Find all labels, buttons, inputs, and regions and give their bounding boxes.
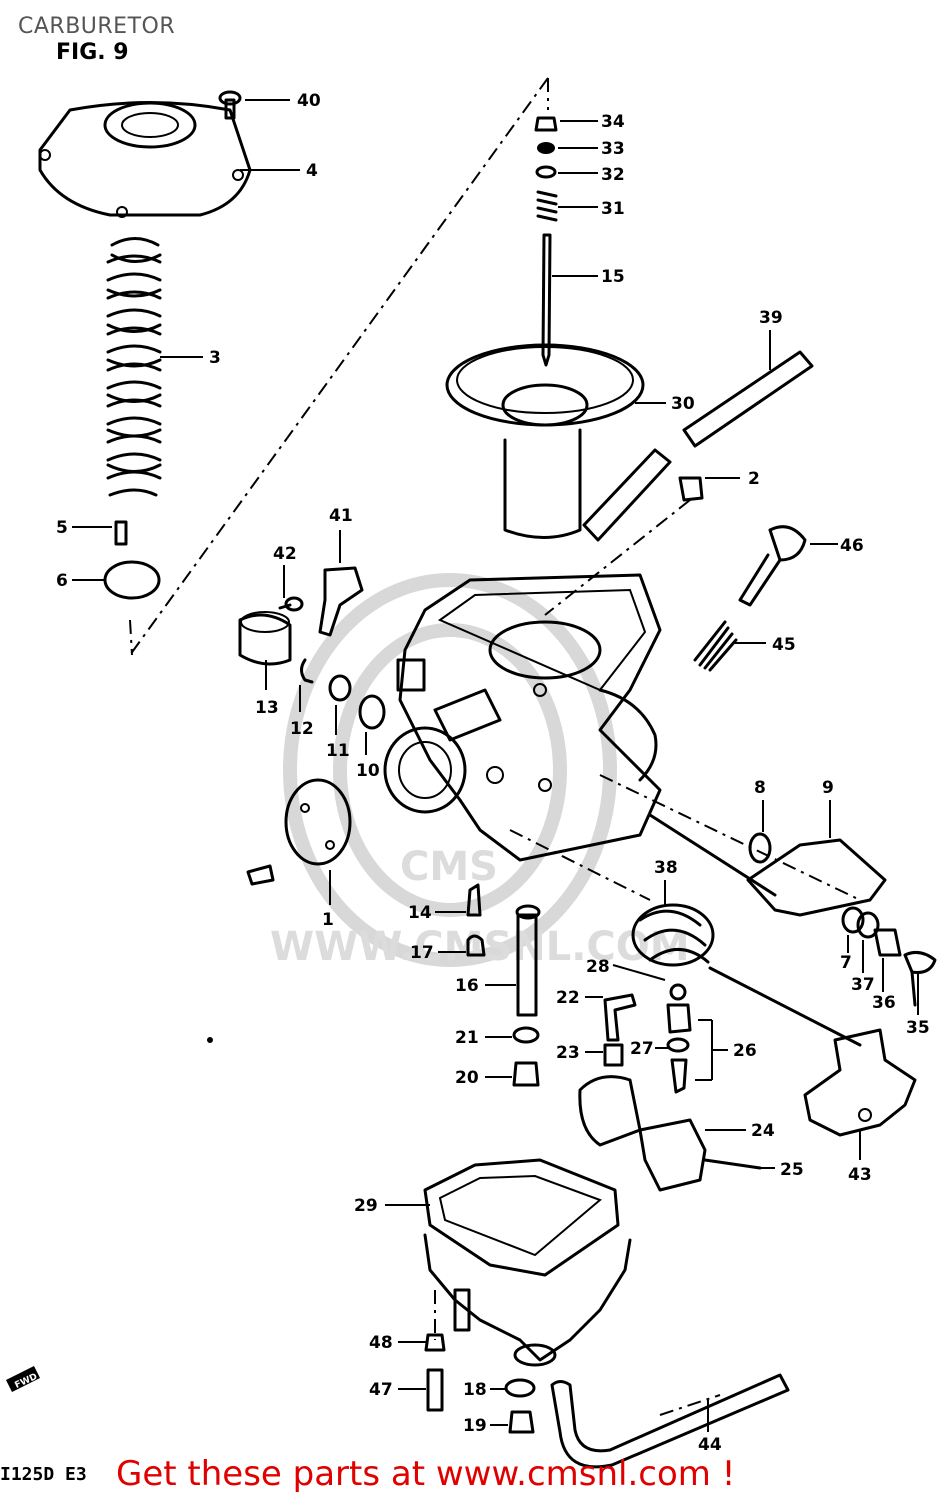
small-spring-part: [693, 620, 738, 672]
callout-45: 45: [772, 635, 796, 655]
callout-7: 7: [840, 953, 852, 973]
stray-dot: [207, 1037, 213, 1043]
float-part: [578, 983, 762, 1192]
callout-37: 37: [851, 975, 875, 995]
callout-13: 13: [255, 698, 279, 718]
callout-36: 36: [872, 993, 896, 1013]
callout-29: 29: [354, 1196, 378, 1216]
callout-43: 43: [848, 1165, 872, 1185]
callout-20: 20: [455, 1068, 479, 1088]
assembly-axis-line: [129, 619, 133, 656]
callout-5: 5: [56, 518, 68, 538]
callout-35: 35: [906, 1018, 930, 1038]
watermark-text: WWW.CMSNL.COM: [270, 924, 690, 970]
diaphragm-piston-part: [445, 343, 645, 539]
callout-22: 22: [556, 988, 580, 1008]
bolt-part: [738, 525, 807, 607]
callout-48: 48: [369, 1333, 393, 1353]
callout-17: 17: [410, 943, 434, 963]
callout-14: 14: [408, 903, 432, 923]
assembly-axis-line: [659, 1394, 721, 1416]
callout-24: 24: [751, 1121, 775, 1141]
assembly-axis-line: [129, 77, 549, 656]
callout-1: 1: [322, 910, 334, 930]
callout-47: 47: [369, 1380, 393, 1400]
callout-3: 3: [209, 348, 221, 368]
callout-6: 6: [56, 571, 68, 591]
callout-25: 25: [780, 1160, 804, 1180]
callout-39: 39: [759, 308, 783, 328]
callout-2: 2: [748, 469, 760, 489]
callout-46: 46: [840, 536, 864, 556]
callout-40: 40: [297, 91, 321, 111]
promo-link[interactable]: Get these parts at www.cmsnl.com !: [116, 1454, 736, 1494]
top-cap-part: [38, 101, 252, 218]
callout-18: 18: [463, 1380, 487, 1400]
drain-hose-part: [550, 1373, 790, 1469]
callout-30: 30: [671, 394, 695, 414]
callout-42: 42: [273, 544, 297, 564]
assembly-axis-line: [509, 829, 651, 901]
figure-label: FIG. 9: [56, 40, 129, 65]
callout-31: 31: [601, 199, 625, 219]
watermark-logo-text: CMS: [400, 844, 498, 890]
coil-spring-part: [631, 903, 715, 967]
callout-12: 12: [290, 719, 314, 739]
callout-44: 44: [698, 1435, 722, 1455]
model-code: I125D E3: [0, 1464, 87, 1485]
callout-11: 11: [326, 741, 350, 761]
callout-21: 21: [455, 1028, 479, 1048]
callout-28: 28: [586, 957, 610, 977]
callout-8: 8: [754, 778, 766, 798]
callout-32: 32: [601, 165, 625, 185]
callout-27: 27: [630, 1039, 654, 1059]
callout-leader-lines: [72, 99, 919, 1432]
hose-part: [582, 350, 814, 542]
spring-part: [106, 237, 162, 497]
retainer-plate-part: [103, 560, 161, 600]
throttle-shaft-part: [708, 966, 917, 1137]
fitting-part: [678, 476, 704, 502]
float-bowl-part: [423, 1158, 632, 1367]
side-cover-part: [246, 778, 352, 886]
callout-15: 15: [601, 267, 625, 287]
forward-arrow-marker: FWD: [6, 1366, 40, 1392]
page-title: CARBURETOR: [18, 14, 176, 39]
carburetor-body-part: [383, 573, 662, 862]
callout-33: 33: [601, 139, 625, 159]
callout-19: 19: [463, 1416, 487, 1436]
callout-16: 16: [455, 976, 479, 996]
callout-26: 26: [733, 1041, 757, 1061]
callout-9: 9: [822, 778, 834, 798]
callout-41: 41: [329, 506, 353, 526]
jet-parts: [466, 883, 541, 1087]
callout-10: 10: [356, 761, 380, 781]
assembly-axis-line: [599, 774, 861, 901]
jet-needle-part: [534, 116, 558, 367]
callout-4: 4: [306, 161, 318, 181]
screw-part: [218, 90, 242, 120]
assembly-axis-line: [544, 499, 691, 616]
callout-34: 34: [601, 112, 625, 132]
left-side-parts: [238, 566, 386, 730]
clip-part: [114, 520, 128, 546]
callout-numbers: 40 4 3 5 6 34 33 32 31 15 30 39 2 46 45 …: [56, 91, 930, 1455]
callout-38: 38: [654, 858, 678, 878]
watermark-logo: WWW.CMSNL.COM CMS: [270, 573, 690, 970]
choke-lever-part: [648, 813, 937, 1007]
callout-23: 23: [556, 1043, 580, 1063]
